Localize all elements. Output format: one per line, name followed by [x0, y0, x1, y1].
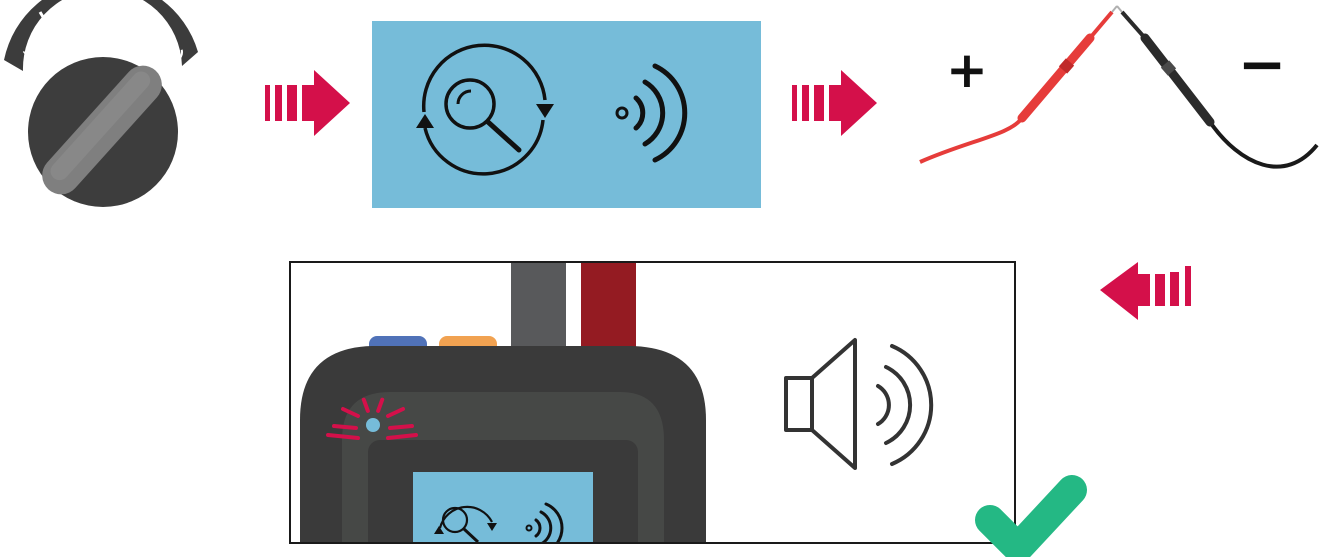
multimeter-device: [300, 256, 706, 557]
flow-arrow-2: [792, 70, 877, 136]
black-test-lead: [1117, 6, 1317, 167]
rotary-dial-icon: Hz Ω V A: [4, 0, 198, 207]
flow-arrow-3: [1100, 262, 1191, 320]
test-leads-icon: + −: [920, 6, 1317, 167]
dial-label-volt: V: [93, 10, 108, 35]
dial-label-amp: A: [127, 17, 147, 42]
result-panel: [290, 256, 1015, 557]
checkmark-icon: [990, 490, 1072, 548]
negative-symbol: −: [1238, 30, 1287, 98]
dial-label-ohm: Ω: [51, 15, 73, 43]
flow-arrow-1: [265, 70, 350, 136]
black-lead-plug: [511, 256, 566, 354]
red-lead-plug: [581, 256, 636, 356]
mode-panel: [372, 21, 761, 208]
speaker-icon: [786, 340, 931, 468]
meter-screen: [413, 472, 593, 552]
positive-symbol: +: [946, 41, 988, 99]
